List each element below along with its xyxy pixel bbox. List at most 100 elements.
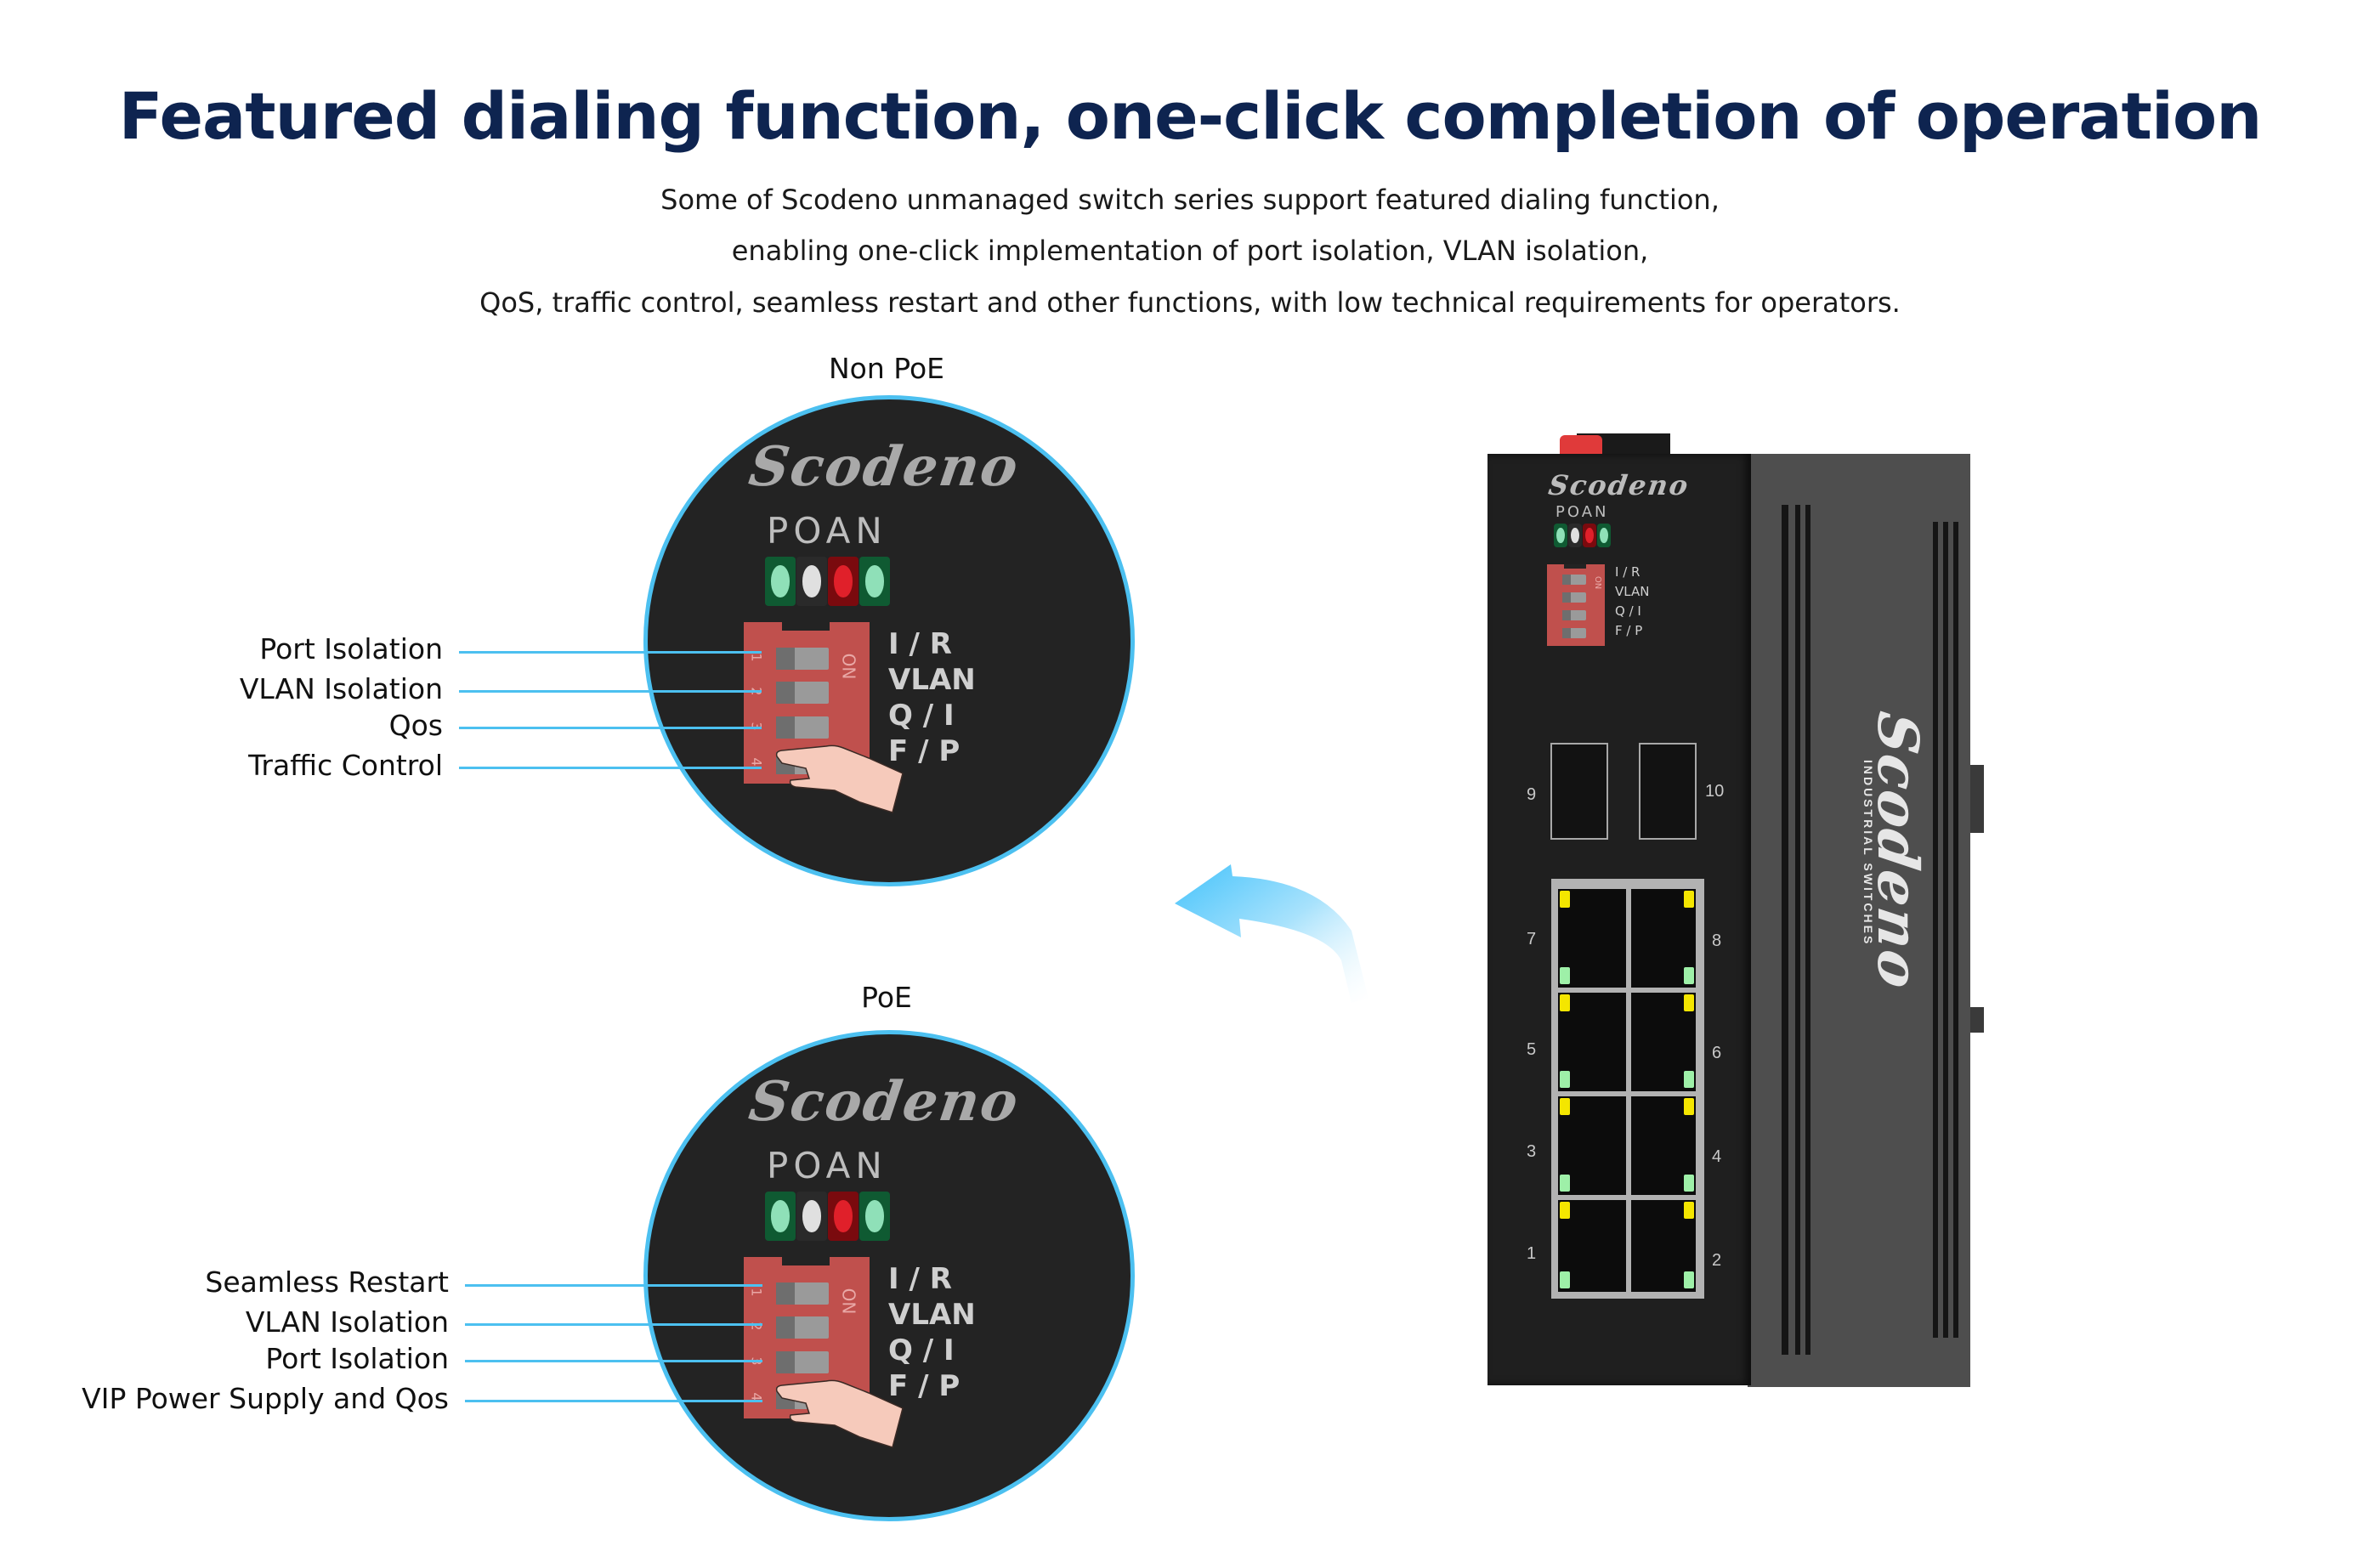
dip-switch: 1 2 3 4 ON — [744, 622, 870, 784]
side-tagline: INDUSTRIAL SWITCHES — [1862, 760, 1875, 947]
callout-label: Port Isolation — [265, 1342, 449, 1375]
switch-function-label: Q / I — [888, 1333, 955, 1367]
port-led-act — [1560, 1271, 1570, 1288]
dip-number: 1 — [748, 653, 765, 662]
dip-on-label: ON — [838, 1288, 859, 1315]
port-led-link — [1684, 1098, 1694, 1115]
device-switch-function: VLAN — [1615, 584, 1650, 599]
device-status-leds — [1554, 524, 1611, 547]
port-number: 6 — [1712, 1044, 1722, 1062]
port-led-link — [1684, 1202, 1694, 1219]
led-power — [765, 1192, 796, 1241]
subtitle-line-2: enabling one-click implementation of por… — [731, 235, 1649, 267]
callout-label: VLAN Isolation — [245, 1305, 449, 1339]
switch-function-label: F / P — [888, 1369, 960, 1403]
brand-logo: Scodeno — [745, 1070, 1023, 1134]
port-number: 5 — [1527, 1040, 1537, 1059]
port-number: 1 — [1527, 1244, 1537, 1263]
port-number: 3 — [1527, 1142, 1537, 1161]
callout-label: VIP Power Supply and Qos — [82, 1382, 449, 1415]
device-dip-toggle-1[interactable] — [1562, 575, 1586, 585]
sfp-port-9[interactable] — [1550, 743, 1608, 840]
panel-caption-poe: PoE — [861, 981, 912, 1014]
device-led-label: POAN — [1556, 503, 1609, 521]
subtitle-line-1: Some of Scodeno unmanaged switch series … — [660, 184, 1720, 216]
port-number: 4 — [1712, 1147, 1722, 1166]
port-led-act — [1560, 1071, 1570, 1088]
curved-arrow-icon — [1175, 864, 1368, 1003]
switch-function-label: F / P — [888, 734, 960, 768]
port-led-act — [1684, 1271, 1694, 1288]
led-alarm — [828, 557, 858, 606]
device-switch-function: Q / I — [1615, 603, 1641, 619]
sfp-port-10[interactable] — [1639, 743, 1697, 840]
port-led-link — [1560, 1098, 1570, 1115]
dip-toggle-1[interactable] — [776, 1282, 829, 1305]
switch-function-label: VLAN — [888, 1298, 976, 1332]
callout-line — [465, 1284, 762, 1287]
status-leds — [765, 557, 891, 606]
device-switch-function: F / P — [1615, 623, 1643, 638]
port-number: 7 — [1527, 930, 1537, 948]
din-rail-clip — [1970, 765, 1984, 833]
status-leds — [765, 1192, 891, 1241]
port-number: 8 — [1712, 931, 1722, 950]
led-o — [796, 557, 827, 606]
rj45-port-block — [1551, 879, 1704, 1299]
panel-caption-non-poe: Non PoE — [828, 352, 945, 385]
port-led-act — [1684, 1071, 1694, 1088]
port-led-act — [1684, 967, 1694, 984]
device-dip-toggle-3[interactable] — [1562, 610, 1586, 620]
callout-label: Traffic Control — [248, 749, 443, 782]
led-power — [765, 557, 796, 606]
hand-pointer-icon — [775, 745, 904, 813]
device-side-panel: Scodeno INDUSTRIAL SWITCHES — [1748, 454, 1970, 1387]
led-alarm — [828, 1192, 858, 1241]
callout-line — [465, 1400, 762, 1402]
device-dip-toggle-2[interactable] — [1562, 592, 1586, 603]
callout-line — [459, 727, 762, 729]
led-label: POAN — [767, 1145, 887, 1186]
switch-function-label: I / R — [888, 1262, 952, 1296]
callout-label: Seamless Restart — [205, 1265, 449, 1299]
dip-toggle-2[interactable] — [776, 1316, 829, 1339]
din-rail-clip — [1970, 1007, 1984, 1033]
dip-toggle-1[interactable] — [776, 648, 829, 670]
dip-number: 1 — [748, 1288, 765, 1297]
switch-function-label: I / R — [888, 627, 952, 661]
power-connector — [1560, 435, 1602, 456]
dip-number: 4 — [748, 757, 765, 767]
device-dip-on-label: ON — [1593, 575, 1603, 590]
callout-line — [459, 651, 762, 654]
zoom-circle-non-poe: Scodeno POAN 1 2 3 4 ON I / R VLAN Q / I… — [643, 395, 1135, 886]
callout-line — [459, 690, 762, 693]
port-led-link — [1560, 1202, 1570, 1219]
device-front-panel: Scodeno POAN ON I / R VLAN Q / I F / P 9… — [1488, 454, 1751, 1385]
device-dip-toggle-4[interactable] — [1562, 628, 1586, 638]
dip-toggle-2[interactable] — [776, 682, 829, 704]
page-title: Featured dialing function, one-click com… — [118, 78, 2263, 154]
callout-line — [459, 767, 762, 769]
port-led-act — [1560, 1175, 1570, 1192]
led-label: POAN — [767, 510, 887, 552]
dip-toggle-3[interactable] — [776, 1351, 829, 1373]
subtitle-line-3: QoS, traffic control, seamless restart a… — [479, 286, 1901, 319]
switch-function-label: Q / I — [888, 699, 955, 733]
dip-toggle-3[interactable] — [776, 716, 829, 739]
port-led-link — [1684, 891, 1694, 908]
led-o — [796, 1192, 827, 1241]
port-led-link — [1560, 891, 1570, 908]
port-led-act — [1560, 967, 1570, 984]
port-led-act — [1684, 1175, 1694, 1192]
device-dip-switch: ON — [1547, 564, 1605, 646]
callout-label: Qos — [388, 709, 443, 742]
led-n — [859, 1192, 890, 1241]
callout-line — [465, 1360, 762, 1362]
callout-label: VLAN Isolation — [239, 672, 443, 705]
port-number: 9 — [1527, 785, 1537, 804]
led-n — [859, 557, 890, 606]
port-number: 2 — [1712, 1251, 1722, 1270]
port-led-link — [1560, 994, 1570, 1011]
zoom-circle-poe: Scodeno POAN 1 2 3 4 ON I / R VLAN Q / I… — [643, 1030, 1135, 1521]
port-led-link — [1684, 994, 1694, 1011]
